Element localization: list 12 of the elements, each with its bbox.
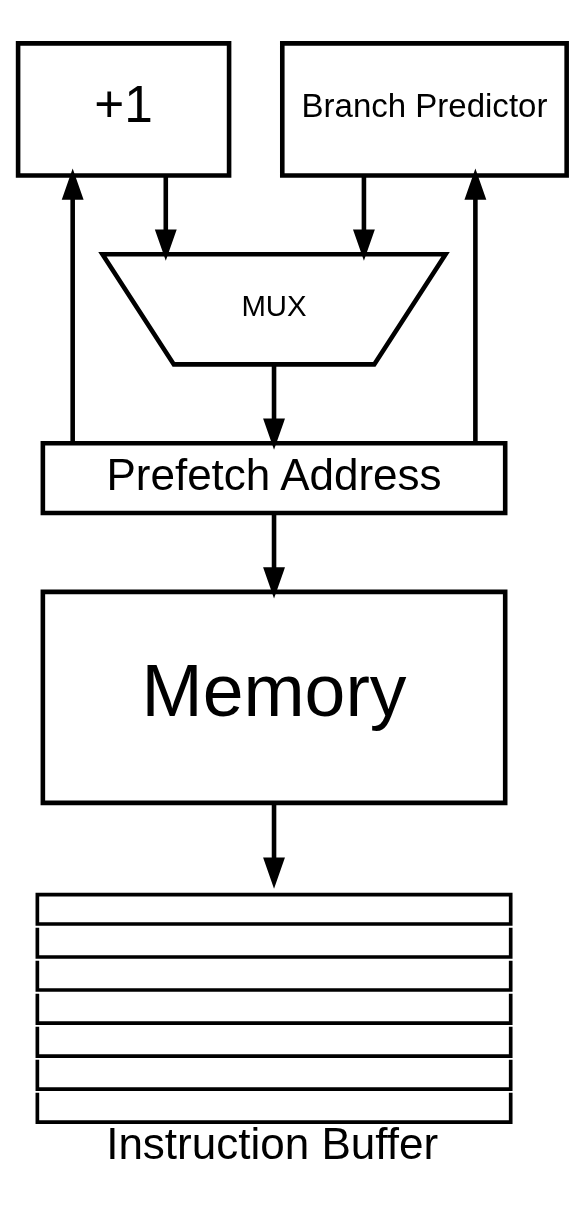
arrow [263, 364, 285, 450]
node-label: Instruction Buffer [106, 1118, 439, 1168]
node-box: Prefetch Address [40, 440, 508, 515]
arrow [154, 175, 177, 261]
arrow [61, 168, 84, 443]
arrow [464, 168, 487, 443]
arrow [353, 175, 375, 261]
node-box: Branch Predictor [280, 40, 569, 178]
arrow [263, 512, 285, 599]
arrow [263, 802, 285, 889]
node-box: +1 [15, 40, 232, 178]
node-box: Memory [40, 589, 508, 805]
